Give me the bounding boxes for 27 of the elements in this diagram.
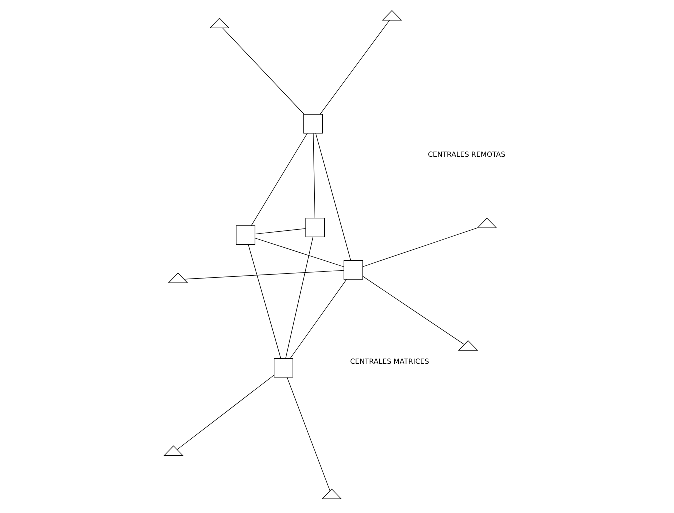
node-box	[305, 218, 325, 238]
node-triangle	[163, 446, 184, 456]
connector	[290, 279, 347, 359]
node-triangle	[209, 18, 230, 28]
connector	[315, 133, 351, 261]
connector	[320, 20, 390, 115]
connector	[254, 228, 306, 235]
connector	[286, 377, 330, 492]
connector	[362, 276, 464, 346]
node-triangle	[476, 218, 497, 228]
connector	[312, 133, 315, 219]
connector	[285, 236, 314, 359]
connector	[248, 244, 281, 359]
connector	[222, 28, 304, 115]
node-triangle	[321, 488, 342, 500]
connector	[176, 375, 274, 450]
node-box	[274, 358, 293, 378]
node-box	[343, 260, 363, 280]
node-triangle	[458, 340, 478, 351]
node-box	[236, 226, 256, 245]
connector	[254, 238, 344, 268]
connector	[183, 270, 344, 280]
node-box	[303, 114, 322, 134]
connector	[250, 133, 308, 226]
node-triangle	[168, 272, 188, 284]
connector	[362, 228, 478, 268]
node-triangle	[382, 10, 402, 21]
